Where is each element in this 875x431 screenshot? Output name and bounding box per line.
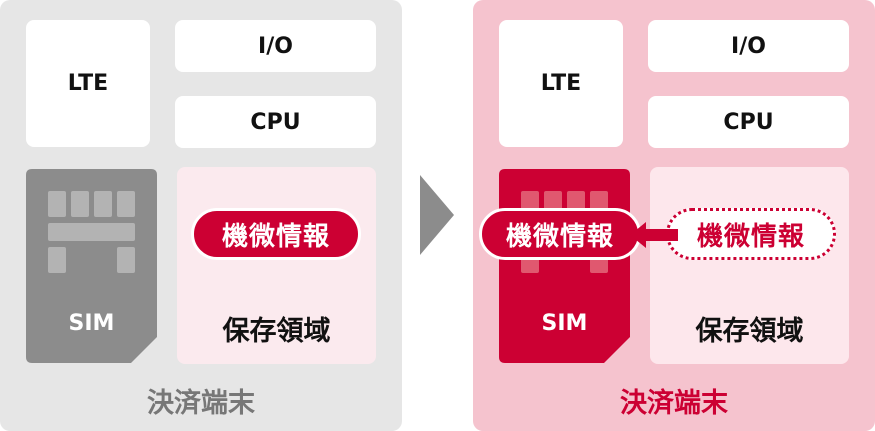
cpu-label: CPU xyxy=(250,109,301,135)
lte-module: LTE xyxy=(26,20,150,147)
sim-card-icon xyxy=(26,169,157,363)
sim-card: SIM xyxy=(26,169,157,363)
storage-label: 保存領域 xyxy=(695,316,804,347)
io-label: I/O xyxy=(731,33,766,59)
terminal-label: 決済端末 xyxy=(147,388,255,419)
cpu-module: CPU xyxy=(648,96,849,148)
sensitive-info-sim-pill: 機微情報 xyxy=(479,208,641,260)
sensitive-info-label: 機微情報 xyxy=(505,221,614,252)
lte-label: LTE xyxy=(67,71,109,96)
sensitive-info-label: 機微情報 xyxy=(696,221,805,252)
sensitive-info-storage-pill: 機微情報 xyxy=(666,208,836,260)
after-terminal-panel: LTE I/O CPU SIM 保存領域 機微情報 機微情報 決済端末 xyxy=(473,0,875,431)
io-module: I/O xyxy=(175,20,376,72)
storage-label: 保存領域 xyxy=(222,316,331,347)
chevron-right-icon xyxy=(420,175,454,255)
lte-label: LTE xyxy=(540,71,582,96)
terminal-label: 決済端末 xyxy=(620,388,728,419)
sim-card: SIM xyxy=(499,169,630,363)
storage-area: 保存領域 xyxy=(177,167,376,364)
io-label: I/O xyxy=(258,33,293,59)
arrow-left-icon xyxy=(630,222,678,248)
storage-area: 保存領域 xyxy=(650,167,849,364)
sim-label: SIM xyxy=(68,311,115,336)
sensitive-info-pill: 機微情報 xyxy=(191,208,361,260)
cpu-label: CPU xyxy=(723,109,774,135)
lte-module: LTE xyxy=(499,20,623,147)
before-terminal-panel: LTE I/O CPU SIM 保存領域 機微情報 決済端末 xyxy=(0,0,402,431)
io-module: I/O xyxy=(648,20,849,72)
sim-label: SIM xyxy=(541,311,588,336)
cpu-module: CPU xyxy=(175,96,376,148)
sensitive-info-label: 機微情報 xyxy=(221,221,330,252)
